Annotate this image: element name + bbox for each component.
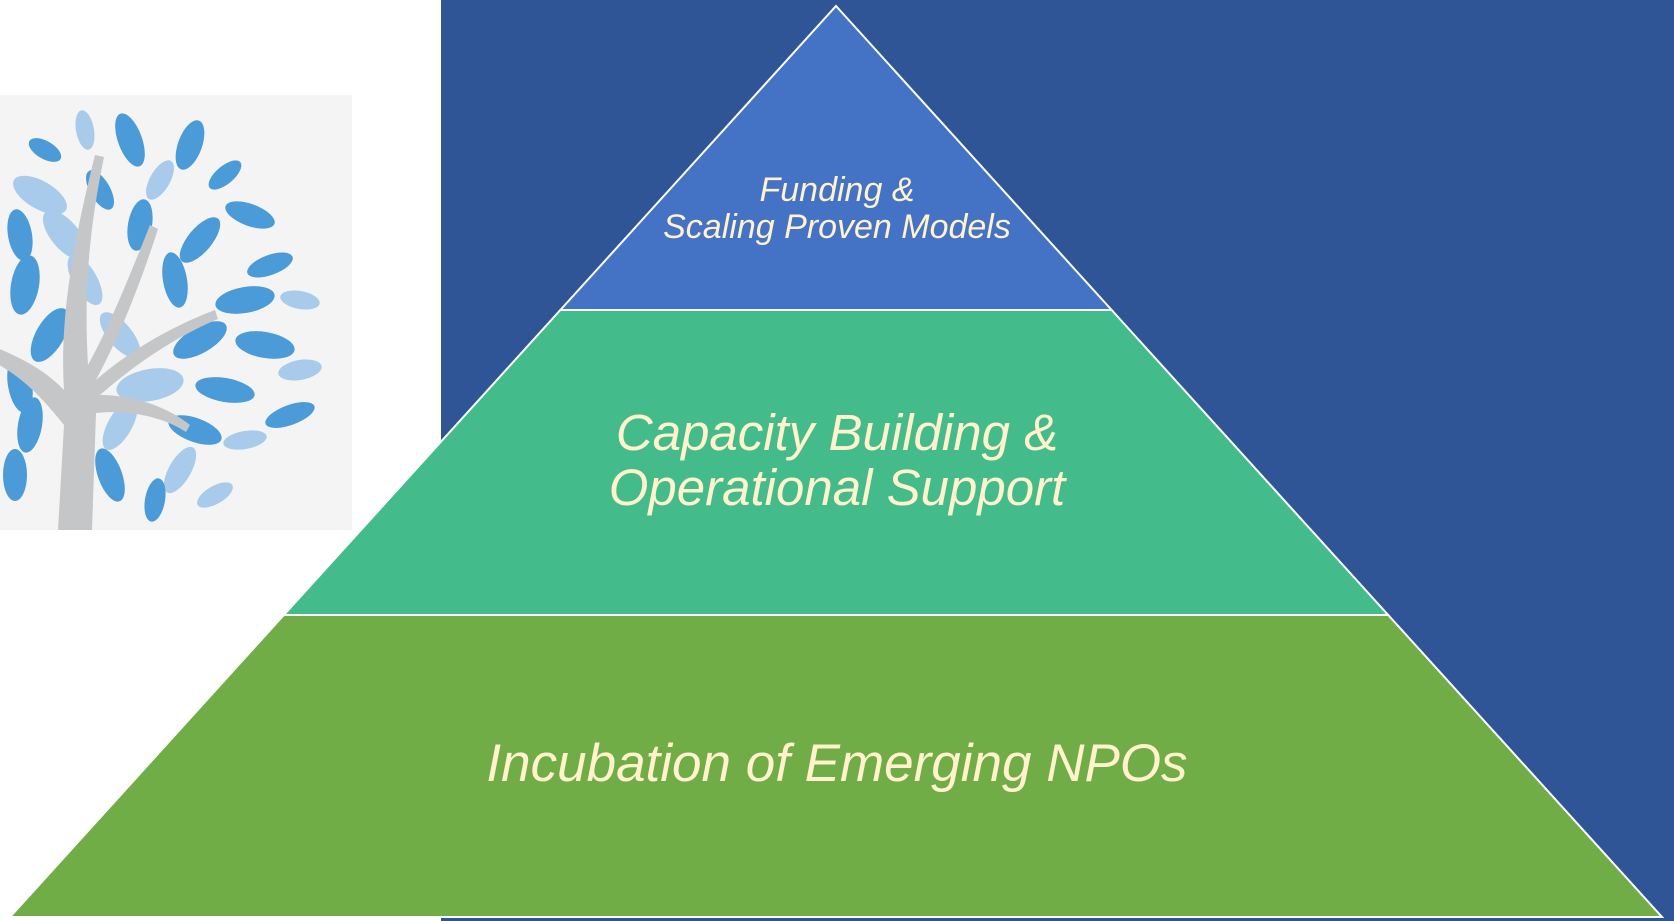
tier-label-top: Funding & Scaling Proven Models <box>597 172 1077 245</box>
leaf-shape <box>197 482 233 508</box>
leaf-shape <box>75 110 95 150</box>
leaf-shape <box>175 120 205 170</box>
leaf-shape <box>163 446 197 494</box>
leaf-shape <box>17 397 43 453</box>
leaf-shape <box>162 252 188 308</box>
tier-top-line-2: Scaling Proven Models <box>663 207 1011 246</box>
leaf-shape <box>144 478 166 522</box>
tier-middle-line-2: Operational Support <box>608 459 1066 517</box>
leaf-shape <box>116 368 184 402</box>
leaf-shape <box>3 449 27 501</box>
leaf-shape <box>215 286 275 314</box>
tier-label-middle: Capacity Building & Operational Support <box>537 405 1137 515</box>
tier-middle-line-1: Capacity Building & <box>615 404 1059 461</box>
leaf-shape <box>13 175 67 215</box>
leaf-shape <box>30 308 70 362</box>
tier-bottom-line-1: Incubation of Emerging NPOs <box>486 734 1188 793</box>
leaf-shape <box>10 255 40 315</box>
leaf-shape <box>7 209 33 261</box>
leaf-shape <box>280 290 320 310</box>
tier-label-bottom: Incubation of Emerging NPOs <box>437 735 1237 792</box>
leaf-shape <box>173 321 227 359</box>
tier-top-line-1: Funding & <box>759 171 915 209</box>
leaf-shape <box>28 138 62 162</box>
leaf-shape <box>278 359 322 381</box>
leaf-shape <box>265 402 315 428</box>
leaf-shape <box>195 377 255 403</box>
leaf-shape <box>95 448 125 502</box>
pyramid-tier-top <box>558 4 1114 311</box>
tree-illustration <box>0 95 352 530</box>
leaf-shape <box>115 113 145 167</box>
leaf-shape <box>225 201 275 229</box>
leaf-shape <box>223 430 267 450</box>
leaf-shape <box>247 252 293 278</box>
leaf-shape <box>208 160 242 190</box>
tree-icon <box>0 95 352 530</box>
leaf-shape <box>179 217 221 263</box>
leaf-shape <box>146 160 174 200</box>
leaf-shape <box>235 331 295 359</box>
